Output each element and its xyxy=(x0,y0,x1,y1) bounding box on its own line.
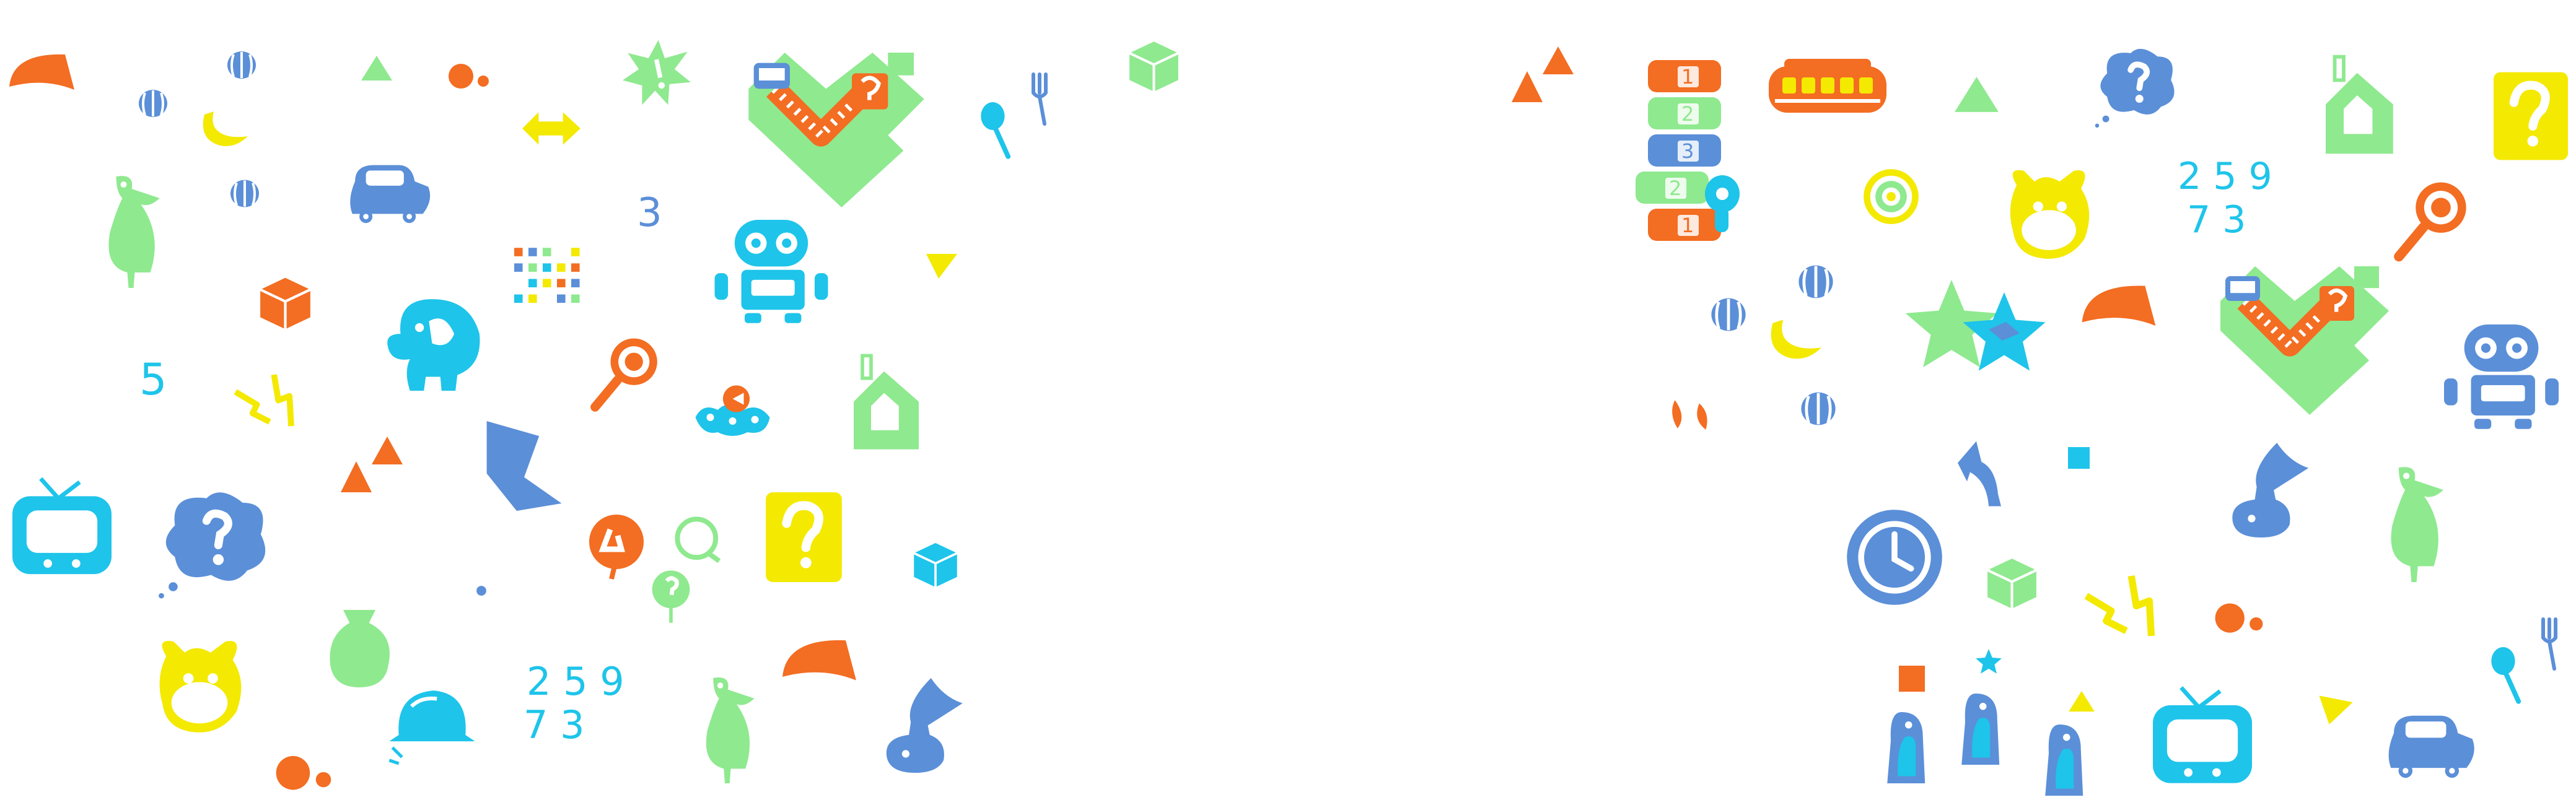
cherry-icon xyxy=(1672,400,1707,430)
small-square-icon xyxy=(1899,666,1925,692)
house-icon xyxy=(854,354,919,450)
spoon-icon xyxy=(2491,647,2521,704)
small-square-icon xyxy=(2068,447,2090,469)
banana-icon xyxy=(1771,320,1821,359)
striped-ball-icon xyxy=(1801,392,1836,425)
tv-icon xyxy=(12,477,112,575)
bookmark-icon xyxy=(486,421,562,511)
maze-board-icon xyxy=(2220,266,2389,415)
clock-icon xyxy=(1847,510,1942,605)
dog-face-icon xyxy=(159,640,242,733)
striped-ball-icon xyxy=(1711,298,1746,331)
fan-icon xyxy=(9,54,74,90)
exclamation-star-icon xyxy=(623,40,691,105)
triangle-icon xyxy=(926,254,957,279)
number-stack-icon xyxy=(1648,134,1721,167)
fish-cloud-icon xyxy=(695,385,770,436)
triangle-icon xyxy=(1512,46,1574,102)
number-stack-label: 2 xyxy=(1681,102,1694,126)
fan-icon xyxy=(2082,285,2156,326)
car-icon xyxy=(2388,715,2474,778)
striped-ball-icon xyxy=(227,51,256,79)
magnifier-icon xyxy=(590,338,657,412)
lightning-icon xyxy=(234,374,294,427)
question-card-icon xyxy=(2494,72,2568,160)
triangle-icon xyxy=(2319,695,2353,724)
bird-icon xyxy=(706,677,755,783)
spoon-icon xyxy=(1705,175,1740,232)
number-five: 5 xyxy=(139,354,167,405)
target-icon xyxy=(1864,169,1919,224)
vase-icon xyxy=(330,610,390,687)
number-stack-icon xyxy=(1648,97,1721,129)
number-stack-icon xyxy=(1648,60,1721,92)
train-icon xyxy=(1769,59,1886,113)
house-icon xyxy=(2326,54,2393,154)
robot-icon xyxy=(2444,324,2559,429)
tv-icon xyxy=(2153,686,2252,783)
bell-icon xyxy=(388,690,475,765)
dot-icon xyxy=(476,586,486,596)
cube-icon xyxy=(260,277,311,329)
penguin-icon xyxy=(1961,694,2000,765)
penguin-icon xyxy=(1887,712,1925,783)
cube-icon xyxy=(913,542,958,588)
question-card-icon xyxy=(766,492,842,582)
triangle-icon xyxy=(2069,690,2095,712)
number-stack-label: 2 xyxy=(1669,176,1682,200)
penguin-icon xyxy=(2045,724,2083,796)
number-grid-bottom: 7 3 xyxy=(2187,198,2246,242)
bird-icon xyxy=(2391,467,2443,582)
cube-icon xyxy=(1987,559,2037,609)
banana-icon xyxy=(203,111,248,146)
number-grid-bottom: 7 3 xyxy=(524,702,585,747)
dot-grid-icon xyxy=(514,248,580,303)
star-icon xyxy=(1963,292,2046,371)
number-stack-label: 3 xyxy=(1681,139,1694,163)
double-arrow-icon xyxy=(522,112,580,145)
speech-bubble-icon xyxy=(652,570,690,623)
triangle-icon xyxy=(1955,77,1999,112)
star-icon xyxy=(1976,649,2002,674)
number-stack-label: 1 xyxy=(1681,214,1694,237)
robot-icon xyxy=(714,220,828,323)
striped-ball-icon xyxy=(139,90,167,117)
speech-bubble-icon xyxy=(589,515,644,580)
star-icon xyxy=(1905,280,1998,368)
number-grid-top: 2 5 9 xyxy=(2178,155,2272,198)
lightning-icon xyxy=(2084,575,2155,637)
bird-icon xyxy=(108,176,160,288)
fork-icon xyxy=(2541,617,2557,671)
fan-icon xyxy=(782,640,856,681)
cherry-icon xyxy=(276,755,331,790)
speech-bubble-icon xyxy=(675,516,721,564)
car-icon xyxy=(350,165,431,224)
cherry-icon xyxy=(449,64,489,89)
spoon-icon xyxy=(981,102,1011,159)
number-stack-label: 1 xyxy=(1681,65,1694,89)
trumpet-icon xyxy=(886,678,963,773)
magnifier-icon xyxy=(2394,182,2466,262)
number-stack-icon xyxy=(1636,172,1709,204)
number-stack-icon xyxy=(1648,209,1721,241)
trumpet-icon xyxy=(2232,443,2309,537)
elephant-icon xyxy=(387,299,480,391)
cherry-icon xyxy=(2215,603,2263,633)
triangle-icon xyxy=(361,56,392,80)
question-cloud-icon xyxy=(2095,48,2175,128)
fork-icon xyxy=(1032,72,1048,126)
maze-board-icon xyxy=(748,53,924,207)
striped-ball-icon xyxy=(230,180,259,207)
number-grid-top: 2 5 9 xyxy=(527,659,624,704)
triangle-icon xyxy=(341,437,403,492)
dog-face-icon xyxy=(2010,170,2090,259)
striped-ball-icon xyxy=(1798,265,1833,298)
question-cloud-icon xyxy=(159,492,266,599)
cube-icon xyxy=(1129,41,1179,92)
undo-arrow-icon xyxy=(1958,441,2001,507)
number-three: 3 xyxy=(637,190,662,236)
